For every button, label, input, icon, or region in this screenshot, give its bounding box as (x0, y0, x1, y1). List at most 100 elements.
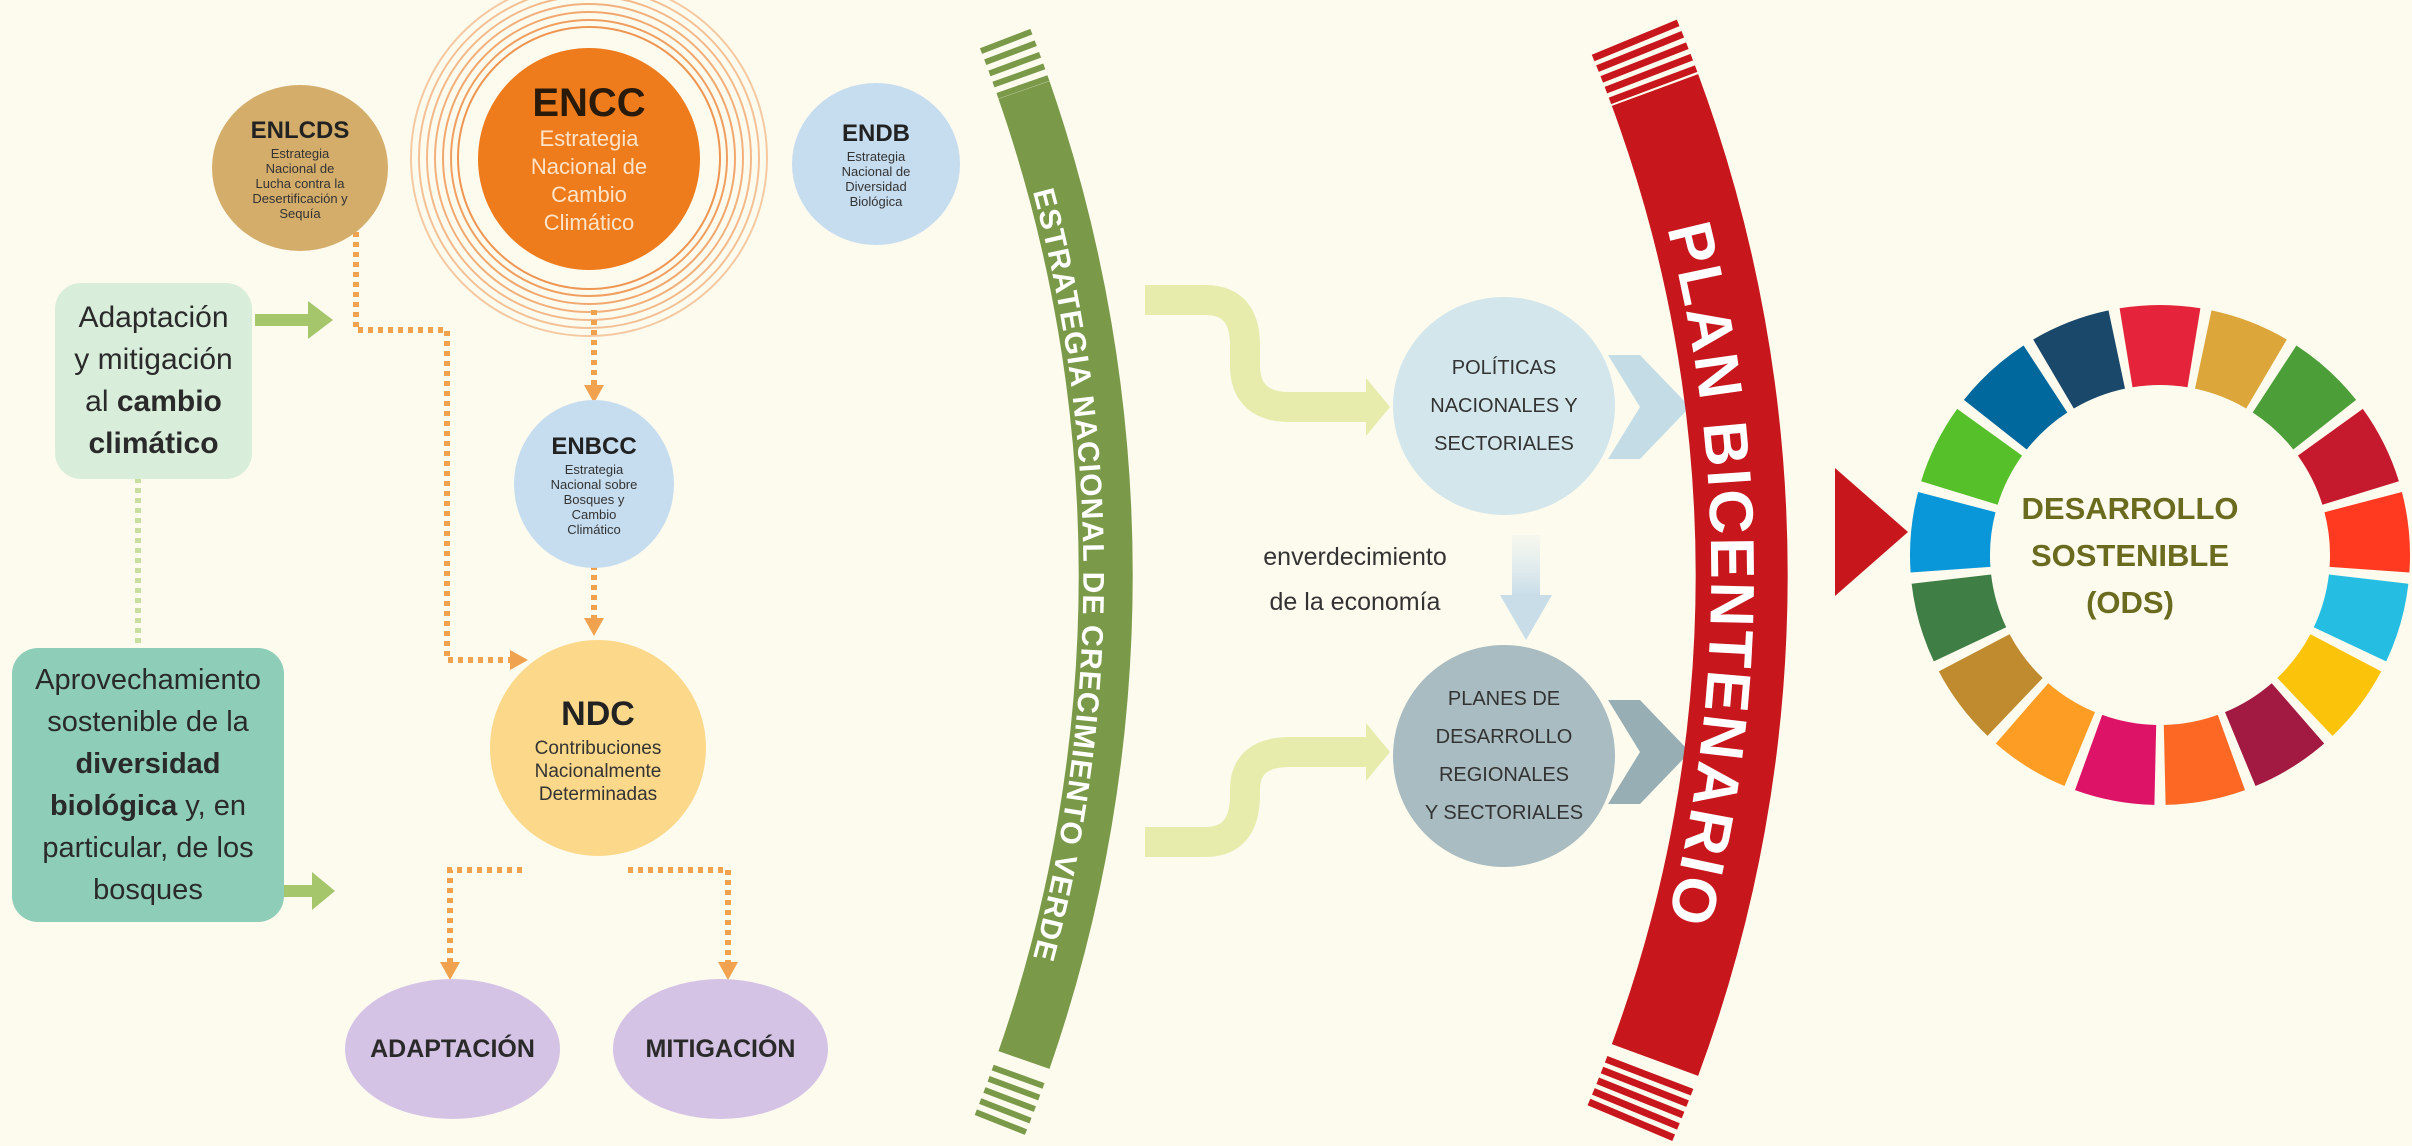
aprovechamiento-line: Aprovechamiento (35, 664, 261, 696)
ods-segment (1995, 683, 2095, 786)
red-arc-stripe (1587, 1098, 1676, 1142)
enbcc-line: Cambio (571, 506, 617, 522)
red-arc-stripe (1596, 1077, 1685, 1119)
red-arc-stripes (1587, 19, 1698, 1142)
ods-segment (1938, 634, 2043, 736)
ods-segment (2225, 683, 2325, 786)
red-arc-stripe (1591, 19, 1680, 62)
politicas-line: SECTORIALES (1434, 433, 1574, 455)
aprovechamiento-bold-line: diversidad (75, 748, 221, 780)
encc-title: ENCC (532, 81, 646, 125)
green-arc-stripes (974, 28, 1050, 1135)
green-arc-stripe (979, 28, 1033, 54)
planes-chevron (1608, 700, 1690, 804)
politicas-node: POLÍTICAS NACIONALES Y SECTORIALES (1393, 297, 1615, 515)
endb-line: Diversidad (845, 179, 907, 194)
ndc-line: Nacionalmente (534, 760, 662, 782)
enbcc-line: Estrategia (564, 461, 624, 477)
ods-line: SOSTENIBLE (2030, 537, 2230, 573)
red-arc (1611, 74, 1788, 1076)
encc-line: Climático (543, 210, 635, 235)
ods-segment (2297, 408, 2399, 505)
adaptacion-mitigacion-box: Adaptación y mitigación al cambio climát… (55, 283, 252, 479)
ods-segment (1963, 345, 2068, 450)
planes-line: Y SECTORIALES (1424, 802, 1584, 824)
ods-wheel (1909, 305, 2411, 805)
mitigacion-oval-label: MITIGACIÓN (645, 1034, 796, 1063)
red-arc-stripe (1604, 53, 1694, 94)
planes-line: DESARROLLO (1435, 726, 1573, 748)
green-arc-stripe (983, 1087, 1036, 1112)
enlcds-line: Estrategia (270, 145, 330, 161)
red-arc-stripe (1604, 1056, 1694, 1096)
ods-segment (2252, 345, 2357, 450)
red-arc-stripe (1608, 65, 1698, 105)
ods-line: (ODS) (2086, 584, 2174, 620)
endb-title: ENDB (841, 120, 910, 147)
vertical-arrow (1500, 535, 1552, 640)
adaptacion-box-bold-line: climático (88, 427, 219, 460)
enverdecimiento-line: de la economía (1269, 588, 1441, 616)
encc-line: Estrategia (539, 126, 639, 151)
ods-center-text: DESARROLLO SOSTENIBLE (ODS) (2010, 470, 2250, 640)
encc-line: Cambio (551, 182, 627, 207)
adaptacion-box-line: y mitigación (74, 343, 233, 376)
politicas-line: NACIONALES Y (1430, 395, 1578, 417)
enbcc-line: Nacional sobre (550, 476, 638, 492)
green-arc-stripe (992, 63, 1046, 88)
enlcds-line: Sequía (279, 205, 321, 221)
aprovechamiento-line: biológica y, en (50, 785, 246, 827)
red-arc-stripe (1600, 1066, 1689, 1107)
aprovechamiento-line: bosques (93, 874, 203, 906)
red-arrowhead (1835, 468, 1908, 596)
aprovechamiento-plain: y, en (177, 790, 247, 822)
enbcc-node: ENBCC Estrategia Nacional sobre Bosques … (514, 400, 674, 568)
aprovechamiento-box: Aprovechamiento sostenible de la diversi… (12, 648, 284, 922)
aprovechamiento-line: sostenible de la (47, 706, 249, 738)
ods-segment (2195, 310, 2287, 409)
enlcds-line: Desertificación y (252, 190, 348, 206)
green-arc-stripe (988, 51, 1042, 77)
politicas-chevron (1608, 355, 1690, 459)
adaptacion-box-line: Adaptación (78, 301, 229, 334)
red-arc-stripe (1600, 42, 1689, 83)
red-arc-stripe (1596, 31, 1685, 72)
endb-line: Estrategia (846, 149, 906, 164)
ods-segment (2324, 492, 2411, 573)
enbcc-line: Climático (567, 521, 621, 537)
enbcc-title: ENBCC (551, 432, 637, 460)
aprovechamiento-line: particular, de los (42, 832, 254, 864)
dotted-arrowheads (440, 385, 738, 980)
enlcds-node: ENLCDS Estrategia Nacional de Lucha cont… (212, 85, 388, 251)
green-arc-stripe (974, 1109, 1028, 1135)
arc-to-blocks-arrows (1145, 285, 1370, 857)
adaptacion-box-bold: cambio (116, 385, 222, 418)
ndc-node: NDC Contribuciones Nacionalmente Determi… (490, 640, 706, 856)
mitigacion-oval: MITIGACIÓN (613, 979, 828, 1119)
aprovechamiento-bold: biológica (49, 790, 178, 822)
planes-line: PLANES DE (1447, 688, 1561, 710)
ndc-title: NDC (561, 694, 635, 733)
adaptacion-box-plain: al (85, 385, 117, 418)
ods-line: DESARROLLO (2021, 490, 2239, 526)
ods-segment (2277, 634, 2382, 736)
green-arc-stripe (996, 75, 1050, 99)
endb-line: Biológica (849, 194, 903, 209)
ods-segment (2119, 305, 2201, 388)
dotted-connectors (353, 232, 731, 965)
planes-line: REGIONALES (1438, 764, 1570, 786)
encc-rings (410, 0, 768, 337)
enverdecimiento-line: enverdecimiento (1263, 543, 1447, 571)
green-arc-stripe (984, 40, 1037, 66)
endb-node: ENDB Estrategia Nacional de Diversidad B… (792, 83, 960, 245)
ods-segment (1911, 574, 2007, 662)
ods-segment (2075, 714, 2157, 805)
ods-segment (2313, 574, 2409, 662)
ods-segment (2033, 310, 2125, 409)
green-arrows (255, 301, 335, 910)
ods-segment (1909, 492, 1996, 573)
green-arc-stripe (979, 1098, 1032, 1124)
ods-segment (2163, 714, 2245, 805)
